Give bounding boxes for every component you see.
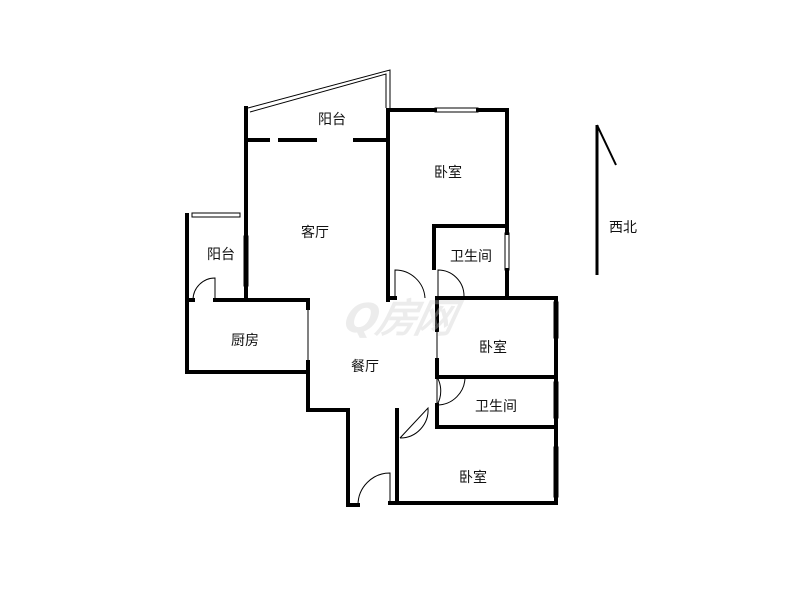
room-label-bedroom-2: 卧室	[479, 340, 507, 356]
room-label-bathroom-1: 卫生间	[450, 249, 492, 265]
thin-lines	[191, 69, 559, 506]
window	[553, 446, 559, 498]
door-arc	[192, 277, 216, 301]
room-label-balcony-top: 阳台	[318, 112, 346, 128]
north-arrow-icon	[595, 124, 617, 275]
room-label-dining-room: 餐厅	[351, 359, 379, 375]
watermark-logo: Q房网	[340, 296, 459, 342]
window	[553, 301, 559, 339]
door-arc	[357, 472, 391, 506]
room-label-living-room: 客厅	[301, 225, 329, 241]
walls	[185, 106, 558, 507]
room-label-master-bedroom: 卧室	[434, 165, 462, 181]
compass-direction-label: 西北	[609, 220, 637, 236]
window	[191, 212, 241, 218]
window	[553, 381, 559, 419]
room-label-kitchen: 厨房	[231, 333, 259, 349]
door-arc	[436, 376, 466, 406]
window	[243, 235, 249, 287]
window	[504, 232, 510, 271]
window	[434, 107, 479, 113]
room-label-balcony-left: 阳台	[207, 247, 235, 263]
door-arc	[394, 269, 426, 300]
room-label-bathroom-2: 卫生间	[475, 399, 517, 415]
room-label-bedroom-3: 卧室	[459, 470, 487, 486]
door-arc	[437, 269, 465, 298]
